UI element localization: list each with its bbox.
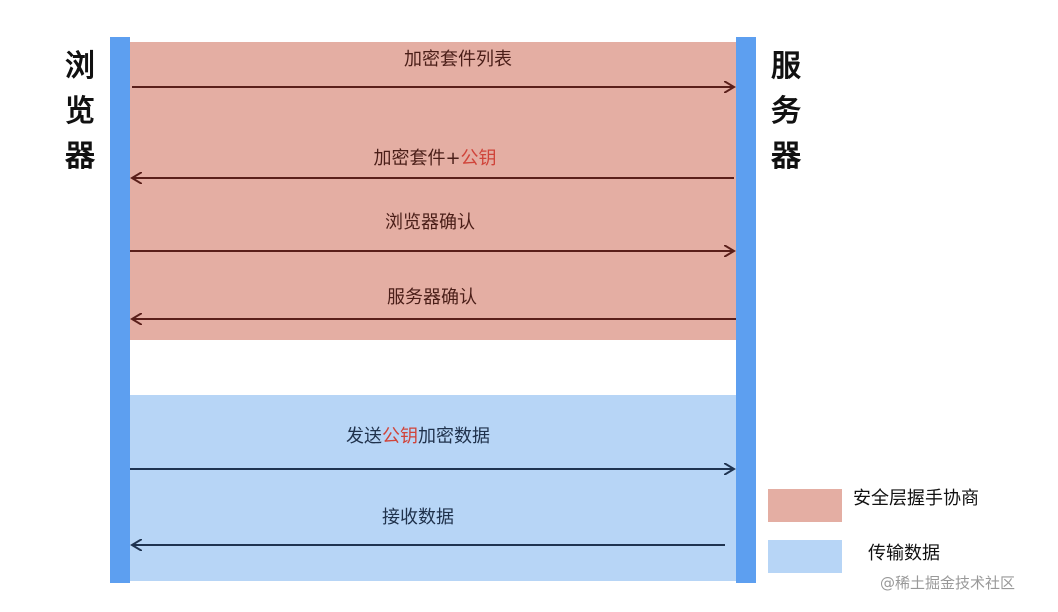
handshake-band [130,42,736,340]
legend-swatch-handshake [768,489,842,522]
watermark: @稀土掘金技术社区 [880,574,1015,592]
accent-text: 公钥 [461,148,497,169]
handshake-message-2: 加密套件+公钥 [132,148,734,178]
browser-label-char: 器 [64,139,96,174]
server-lifeline [736,37,756,583]
message-label: 发送公钥加密数据 [346,426,490,447]
legend-label-handshake: 安全层握手协商 [853,488,979,509]
message-label: 浏览器确认 [385,212,475,233]
server-label-char: 器 [770,139,802,174]
server-label-char: 服 [771,49,802,84]
browser-label-char: 浏 [65,49,95,84]
message-label: 服务器确认 [387,287,477,308]
handshake-message-3: 浏览器确认 [130,212,734,251]
handshake-message-1: 加密套件列表 [132,49,734,87]
legend-swatch-transfer [768,540,842,573]
handshake-message-4: 服务器确认 [132,287,736,319]
transfer-band [130,395,736,581]
browser-lifeline [110,37,130,583]
transfer-message-1: 发送公钥加密数据 [130,426,734,469]
accent-text: 公钥 [382,426,418,447]
server-label-char: 务 [771,94,801,129]
browser-label-char: 览 [65,94,95,129]
transfer-message-2: 接收数据 [132,507,725,545]
legend-label-transfer: 传输数据 [868,543,940,564]
legend: 安全层握手协商 传输数据 [768,488,979,573]
message-label: 加密套件列表 [404,49,512,70]
message-label: 加密套件+公钥 [373,148,496,169]
server-label: 服 务 器 [770,49,802,174]
message-label: 接收数据 [382,507,454,528]
browser-label: 浏 览 器 [64,49,96,174]
